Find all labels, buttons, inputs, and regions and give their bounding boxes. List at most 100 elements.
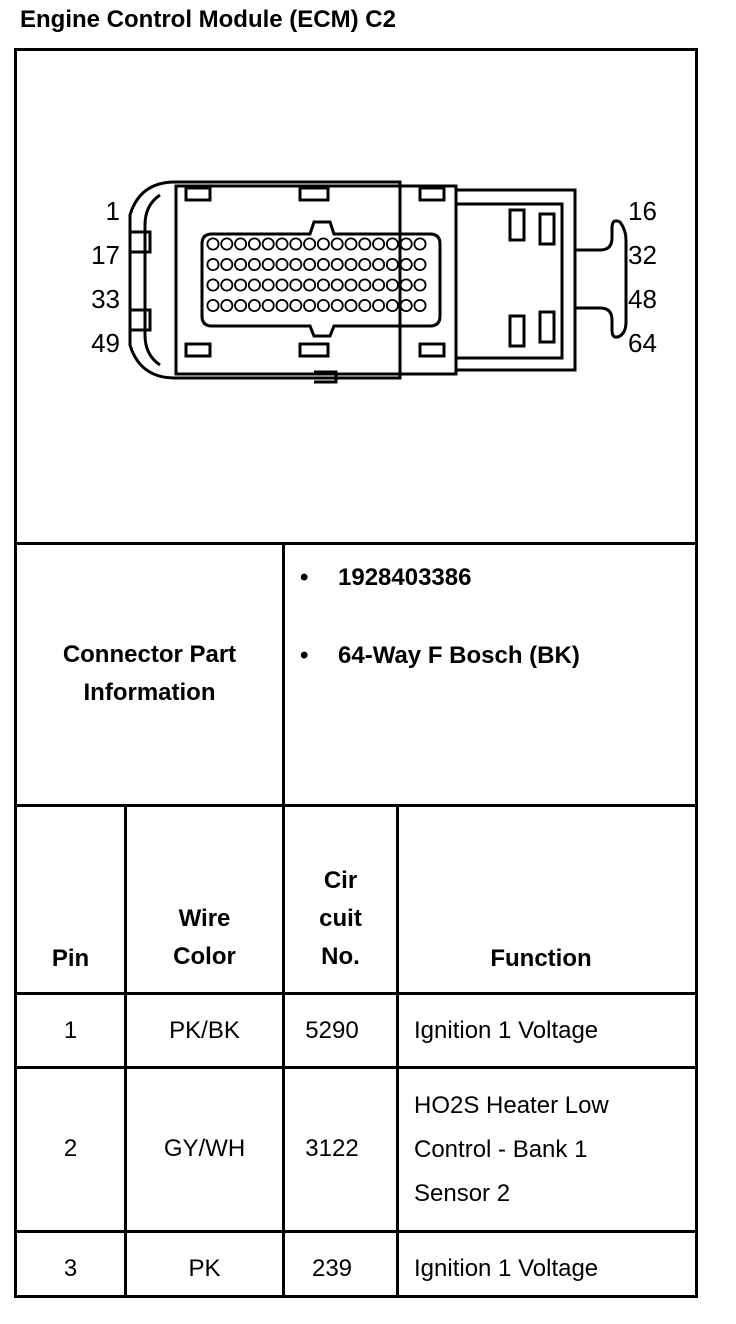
pin-cavity-hole <box>261 237 275 251</box>
cell-wire: PK/BK <box>169 1017 240 1044</box>
cell-wire: GY/WH <box>163 1135 246 1162</box>
pin-cavity-hole <box>399 298 413 312</box>
pin-cavity-hole <box>344 237 358 251</box>
divider-col-function <box>396 804 399 1298</box>
pin-cavity-hole <box>303 298 317 312</box>
pin-cavity-hole <box>316 278 330 292</box>
divider-connector <box>14 804 698 807</box>
pin-cavity-hole <box>275 278 289 292</box>
connector-latch-housing <box>456 188 577 372</box>
pin-label-16: 16 <box>628 196 657 226</box>
divider-header <box>14 992 698 995</box>
connector-shell <box>128 180 402 380</box>
pin-cavity-hole <box>372 298 386 312</box>
header-function: Function <box>490 945 592 972</box>
pin-cavity-hole <box>385 257 399 271</box>
pin-cavity-hole <box>206 298 220 312</box>
cell-pin: 3 <box>63 1255 78 1282</box>
pin-cavity-hole <box>261 278 275 292</box>
pin-cavity-hole <box>220 278 234 292</box>
table-frame <box>14 48 698 1298</box>
bullet-icon: • <box>300 642 309 669</box>
connector-label: Connector Part Information <box>62 641 237 706</box>
pin-cavity-hole <box>220 237 234 251</box>
pin-cavity-hole <box>220 257 234 271</box>
pin-cavity-hole <box>358 257 372 271</box>
header-wire-color: Wire Color <box>173 905 236 970</box>
pin-label-33: 33 <box>91 284 120 314</box>
pin-cavity-hole <box>247 257 261 271</box>
pin-label-48: 48 <box>628 284 657 314</box>
bullet-icon: • <box>300 564 309 591</box>
pin-cavity-hole <box>330 298 344 312</box>
pin-cavity-hole <box>275 298 289 312</box>
header-circuit-no: Cir cuit No. <box>319 867 362 970</box>
pin-cavity-hole <box>358 278 372 292</box>
pin-cavity-hole <box>413 298 427 312</box>
pin-cavity-hole <box>234 298 248 312</box>
pin-label-64: 64 <box>628 328 657 358</box>
cell-pin: 1 <box>63 1017 78 1044</box>
divider-row2 <box>14 1230 698 1233</box>
divider-col-pin <box>124 804 127 1298</box>
pin-cavity-hole <box>344 298 358 312</box>
pin-cavity-hole <box>330 278 344 292</box>
cell-function: Ignition 1 Voltage <box>414 1017 599 1044</box>
pin-cavity-hole <box>234 237 248 251</box>
pin-label-32: 32 <box>628 240 657 270</box>
pin-cavity-hole <box>316 298 330 312</box>
cell-circuit: 5290 <box>305 1017 359 1044</box>
pin-cavity-hole <box>234 278 248 292</box>
pin-cavity-hole <box>399 278 413 292</box>
connector-body <box>174 184 458 376</box>
pin-cavity-hole <box>358 298 372 312</box>
pin-label-17: 17 <box>91 240 120 270</box>
pin-cavity-hole <box>385 237 399 251</box>
header-pin: Pin <box>51 945 90 972</box>
pin-cavity-hole <box>372 257 386 271</box>
pin-cavity-hole <box>289 237 303 251</box>
divider-diagram <box>14 542 698 545</box>
pin-cavity-hole <box>399 257 413 271</box>
pin-label-1: 1 <box>106 196 120 226</box>
pin-cavity-hole <box>247 278 261 292</box>
pin-cavity-hole <box>206 278 220 292</box>
latch-icon <box>575 219 628 339</box>
pin-label-49: 49 <box>91 328 120 358</box>
connector-diagram: 1 17 33 49 16 32 48 64 <box>91 180 657 384</box>
cell-function: Ignition 1 Voltage <box>414 1255 599 1282</box>
pin-cavity-hole <box>289 298 303 312</box>
pin-cavity-hole <box>206 237 220 251</box>
pin-cavity-hole <box>413 257 427 271</box>
pin-cavity <box>200 220 442 338</box>
cell-pin: 2 <box>63 1135 78 1162</box>
pin-cavity-hole <box>206 257 220 271</box>
pin-cavity-hole <box>303 257 317 271</box>
pin-cavity-hole <box>413 237 427 251</box>
connector-part-number: •1928403386 <box>300 564 472 591</box>
pin-cavity-hole <box>289 257 303 271</box>
pin-cavity-hole <box>303 278 317 292</box>
pin-cavity-hole <box>261 257 275 271</box>
pin-cavity-hole <box>220 298 234 312</box>
pin-cavity-hole <box>247 298 261 312</box>
pin-cavity-hole <box>303 237 317 251</box>
pin-cavity-hole <box>372 237 386 251</box>
connector-description: •64-Way F Bosch (BK) <box>300 642 580 669</box>
pin-cavity-hole <box>289 278 303 292</box>
pin-cavity-hole <box>330 257 344 271</box>
cell-wire: PK <box>188 1255 221 1282</box>
pin-cavity-hole <box>261 298 275 312</box>
pin-cavity-hole <box>399 237 413 251</box>
pin-cavity-hole <box>316 237 330 251</box>
page-title: Engine Control Module (ECM) C2 <box>20 6 396 33</box>
cell-circuit: 239 <box>311 1255 353 1282</box>
divider-col-circuit-left <box>282 542 285 1298</box>
pin-cavity-hole <box>344 257 358 271</box>
pin-cavity-hole <box>247 237 261 251</box>
pin-cavity-hole <box>358 237 372 251</box>
pin-cavity-hole <box>275 237 289 251</box>
pin-cavity-hole <box>330 237 344 251</box>
divider-row1 <box>14 1066 698 1069</box>
cell-circuit: 3122 <box>305 1135 359 1162</box>
